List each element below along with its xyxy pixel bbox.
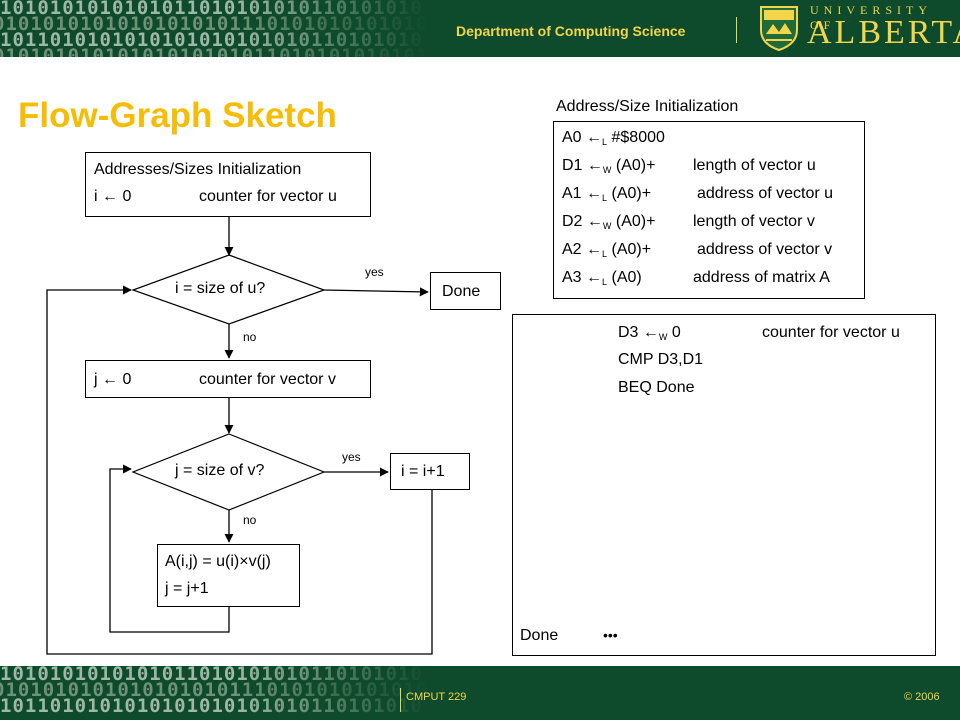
init-panel xyxy=(553,121,865,299)
code-line2: CMP D3,D1 xyxy=(618,351,704,368)
decision-i-label: i = size of u? xyxy=(175,280,266,297)
code-line1-comment: counter for vector u xyxy=(762,324,900,341)
init-row-size: W xyxy=(602,165,612,175)
init-row-dest: A2 xyxy=(562,241,582,258)
loop-body-box xyxy=(157,544,300,607)
assign-arrow: ← xyxy=(586,129,603,146)
decision-i-shape xyxy=(131,254,326,325)
code-line3: BEQ Done xyxy=(618,379,695,396)
assign-arrow: ← xyxy=(586,185,603,202)
init-row-dest: D1 xyxy=(562,157,583,174)
done-box xyxy=(430,272,501,310)
init-row-size: L xyxy=(602,137,608,147)
footer-band: 101010101010101101010101011010101010 010… xyxy=(0,666,960,720)
init-panel-caption: Address/Size Initialization xyxy=(556,98,739,115)
init-row-size: L xyxy=(602,277,608,287)
init-row-3-instr: D2 ←W (A0)+ xyxy=(562,213,655,231)
init-row-5-comment: address of matrix A xyxy=(693,269,830,286)
binary-pattern: 101010101010101101010101011010101010 010… xyxy=(0,0,430,57)
yes-label-1: yes xyxy=(365,265,384,279)
init-row-dest: A1 xyxy=(562,185,582,202)
loop-body-line1: A(i,j) = u(i)×v(j) xyxy=(165,553,271,570)
init-row-size: W xyxy=(602,221,612,231)
init-row-2-instr: A1 ←L (A0)+ xyxy=(562,185,651,203)
code-panel xyxy=(512,314,936,656)
header-separator xyxy=(736,17,737,43)
assign-arrow: ← xyxy=(586,157,603,174)
init-row-size: L xyxy=(602,249,608,259)
init-title: Addresses/Sizes Initialization xyxy=(94,161,302,178)
init-row-dest: A0 xyxy=(562,129,582,146)
course-code: CMPUT 229 xyxy=(406,691,467,703)
university-label: UNIVERSITY OF xyxy=(810,3,932,32)
done-label: Done xyxy=(442,283,481,300)
department-name: Department of Computing Science xyxy=(456,23,686,39)
code-line1-instr: D3 ←W 0 xyxy=(618,324,681,342)
j-init-box xyxy=(85,360,371,398)
assign-arrow: ← xyxy=(586,241,603,258)
copyright: © 2006 xyxy=(904,691,940,703)
code-ellipsis: ••• xyxy=(603,627,618,643)
init-row-src: (A0) xyxy=(611,269,642,286)
assign-arrow: ← xyxy=(586,269,603,286)
init-box xyxy=(85,152,371,217)
init-row-src: (A0)+ xyxy=(615,213,656,230)
init-row-4-comment: address of vector v xyxy=(697,241,833,258)
footer-separator xyxy=(400,688,401,712)
init-row-src: (A0)+ xyxy=(615,157,656,174)
decision-j-shape xyxy=(131,433,326,511)
increment-i-label: i = i+1 xyxy=(401,463,445,480)
loop-body-line2: j = j+1 xyxy=(165,580,209,597)
university-name: ALBERTA xyxy=(807,14,960,51)
init-row-size: L xyxy=(602,193,608,203)
init-i-stmt: i ← 0 xyxy=(94,188,132,205)
init-row-4-instr: A2 ←L (A0)+ xyxy=(562,241,651,259)
j-init-stmt: j ← 0 xyxy=(94,371,132,388)
header-band: 101010101010101101010101011010101010 010… xyxy=(0,0,960,57)
init-row-1-comment: length of vector u xyxy=(693,157,816,174)
assign-arrow: ← xyxy=(586,213,603,230)
init-row-dest: A3 xyxy=(562,269,582,286)
university-crest-icon xyxy=(760,6,798,52)
init-row-5-instr: A3 ←L (A0) xyxy=(562,269,642,287)
init-row-2-comment: address of vector u xyxy=(697,185,834,202)
increment-i-box xyxy=(390,453,470,490)
init-row-dest: D2 xyxy=(562,213,583,230)
init-row-1-instr: D1 ←W (A0)+ xyxy=(562,157,655,175)
decision-j-label: j = size of v? xyxy=(175,462,265,479)
footer-binary-pattern: 101010101010101101010101011010101010 010… xyxy=(0,666,430,717)
init-row-src: (A0)+ xyxy=(611,185,652,202)
init-row-3-comment: length of vector v xyxy=(693,213,815,230)
init-row-src: (A0)+ xyxy=(611,241,652,258)
no-label-2: no xyxy=(243,513,257,527)
yes-label-2: yes xyxy=(342,450,361,464)
j-init-comment: counter for vector v xyxy=(199,371,336,388)
slide-title: Flow-Graph Sketch xyxy=(18,96,337,135)
init-row-src: #$8000 xyxy=(611,129,665,146)
init-i-comment: counter for vector u xyxy=(199,188,337,205)
no-label-1: no xyxy=(243,330,257,344)
code-done-label: Done xyxy=(520,627,559,644)
init-row-0-instr: A0 ←L #$8000 xyxy=(562,129,665,147)
